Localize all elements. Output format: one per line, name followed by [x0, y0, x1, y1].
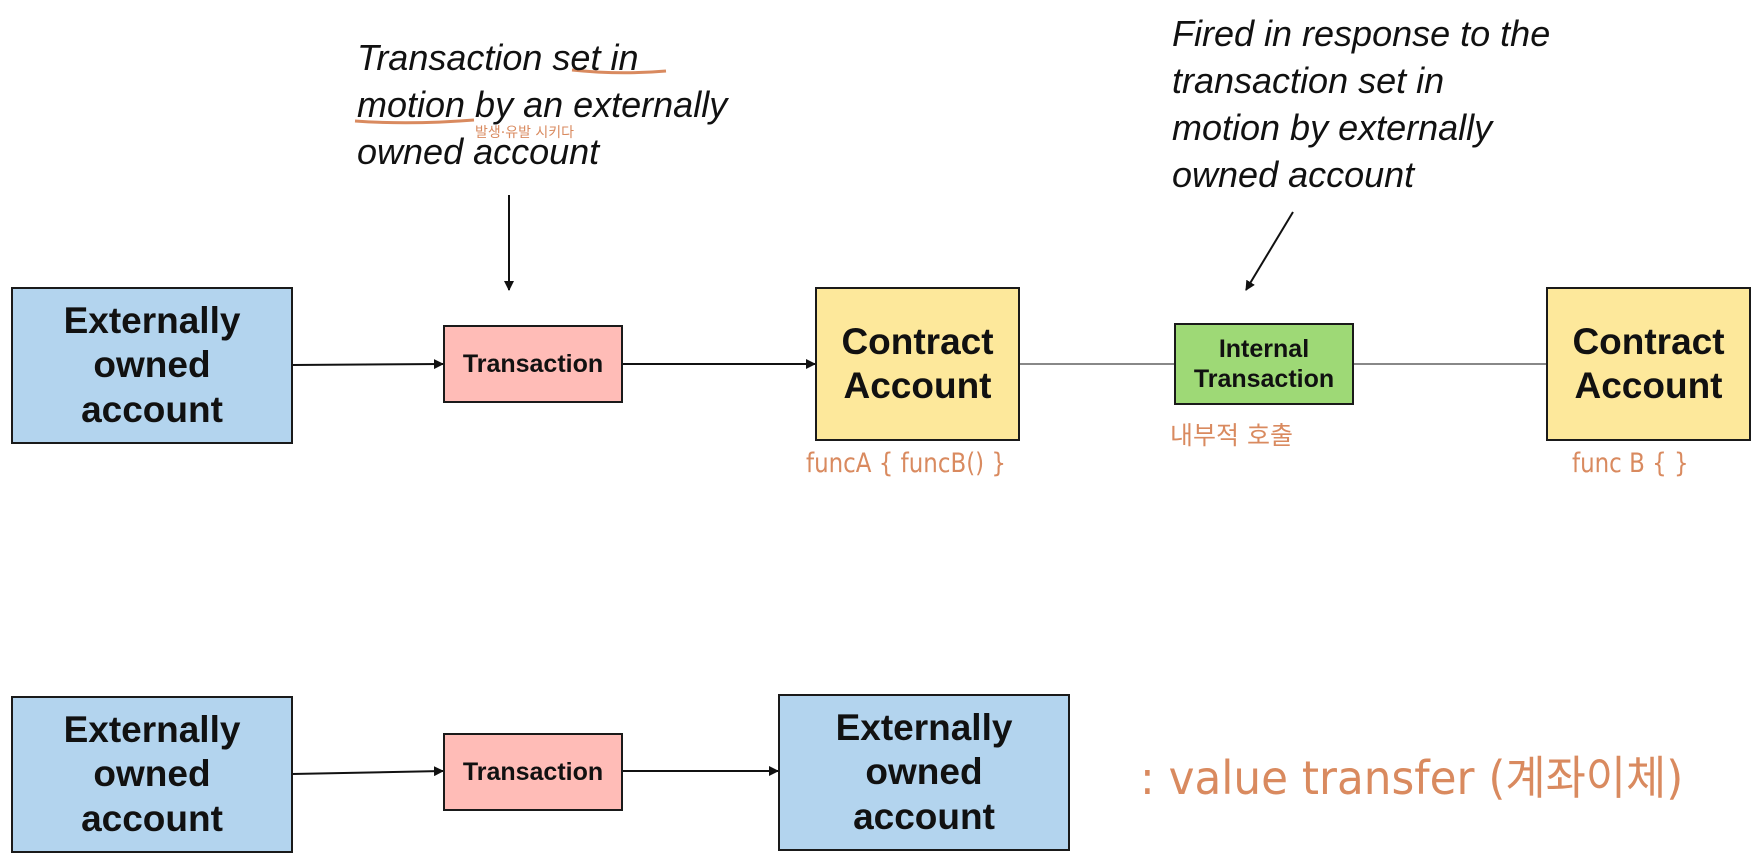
underline-motion: [354, 118, 475, 125]
internal-transaction-annotation: Fired in response to the transaction set…: [1172, 13, 1551, 195]
externally-owned-account-box-sender: Externally owned account: [11, 696, 293, 853]
handwritten-internal-call: 내부적 호출: [1170, 421, 1293, 450]
externally-owned-account-box-receiver: Externally owned account: [778, 694, 1070, 851]
arrow-eoa-to-transaction: [291, 359, 444, 370]
arrow-note-to-internal: [1245, 211, 1294, 291]
underline-set-in: [571, 68, 667, 75]
handwritten-func-b: func B { }: [1572, 448, 1689, 479]
transaction-annotation: Transaction set in motion by an external…: [357, 37, 728, 172]
contract-account-box-b: Contract Account: [1546, 287, 1751, 441]
arrow-eoa-to-transaction-2: [291, 766, 444, 777]
handwritten-korean-gloss: 발생·유발 시키다: [475, 125, 575, 141]
internal-transaction-box: Internal Transaction: [1174, 323, 1354, 405]
handwritten-func-a: funcA { funcB() }: [806, 448, 1007, 479]
handwritten-value-transfer: : value transfer (계좌이체): [1140, 751, 1684, 805]
externally-owned-account-box: Externally owned account: [11, 287, 293, 444]
transaction-box: Transaction: [443, 325, 623, 403]
transaction-box-2: Transaction: [443, 733, 623, 811]
contract-account-box-a: Contract Account: [815, 287, 1020, 441]
